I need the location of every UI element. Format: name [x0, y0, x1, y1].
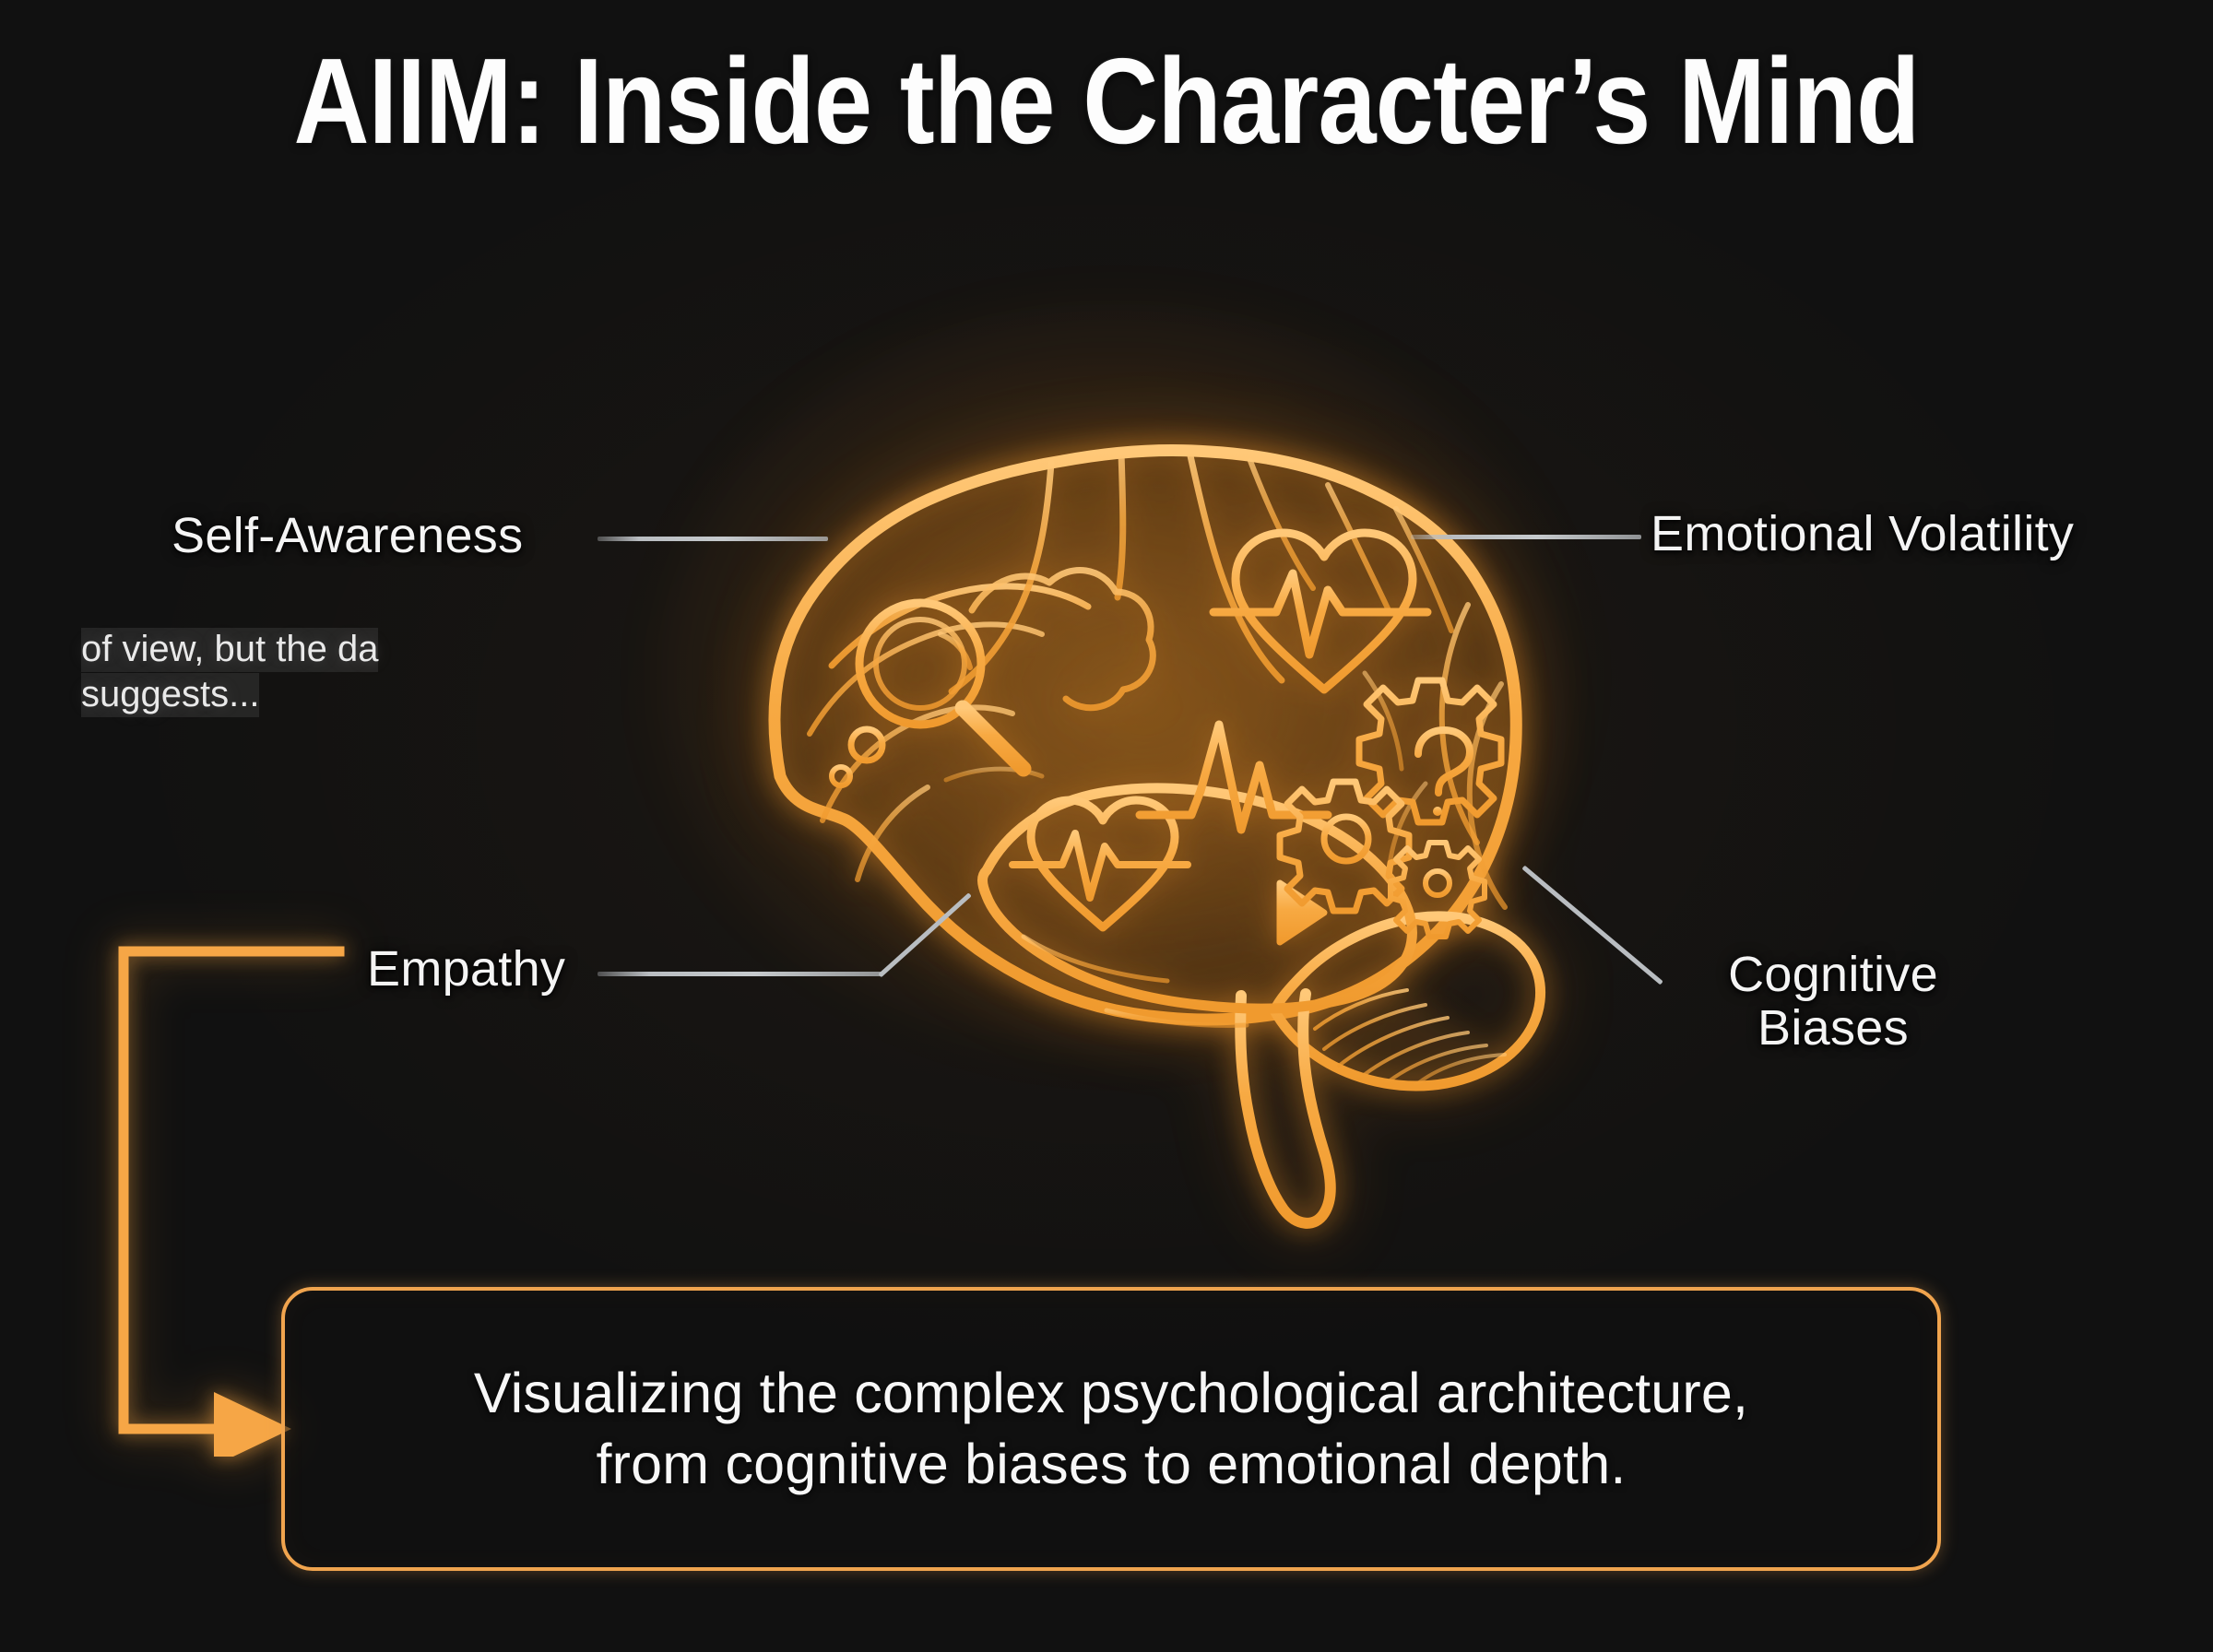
label-cognitive-biases-line1: Cognitive	[1728, 947, 1938, 1002]
label-empathy: Empathy	[367, 941, 566, 997]
heart-pulse-icon-bottom	[1009, 796, 1191, 932]
gears-question-icon	[1276, 677, 1505, 939]
caption-line-1: Visualizing the complex psychological ar…	[473, 1362, 1749, 1425]
caption-box: Visualizing the complex psychological ar…	[281, 1287, 1941, 1571]
heart-pulse-icon-top	[1209, 528, 1432, 694]
label-cognitive-biases-line2: Biases	[1757, 1000, 1909, 1056]
brain-illustration	[590, 267, 1641, 1245]
label-emotional-volatility: Emotional Volatility	[1651, 506, 2075, 561]
brain-svg	[768, 443, 1546, 1229]
leader-line-empathy	[598, 972, 883, 976]
page-title: AIIM: Inside the Character’s Mind	[293, 33, 1921, 169]
caption-text: Visualizing the complex psychological ar…	[419, 1358, 1804, 1500]
snippet-line-1: of view, but the da	[81, 627, 450, 672]
overflow-text-snippet: of view, but the da suggests...	[81, 627, 450, 717]
ecg-waveform-icon	[1135, 720, 1332, 834]
leader-line-emotional-volatility	[1411, 535, 1641, 539]
magnifier-icon	[829, 567, 1156, 788]
label-self-awareness: Self-Awareness	[172, 508, 524, 563]
caption-line-2: from cognitive biases to emotional depth…	[596, 1433, 1627, 1495]
leader-line-self-awareness	[598, 537, 828, 541]
elbow-arrow-connector	[118, 946, 345, 1457]
arrow-right-icon	[1118, 879, 1328, 946]
label-cognitive-biases: Cognitive Biases	[1695, 948, 1971, 1056]
snippet-line-2: suggests...	[81, 672, 450, 717]
